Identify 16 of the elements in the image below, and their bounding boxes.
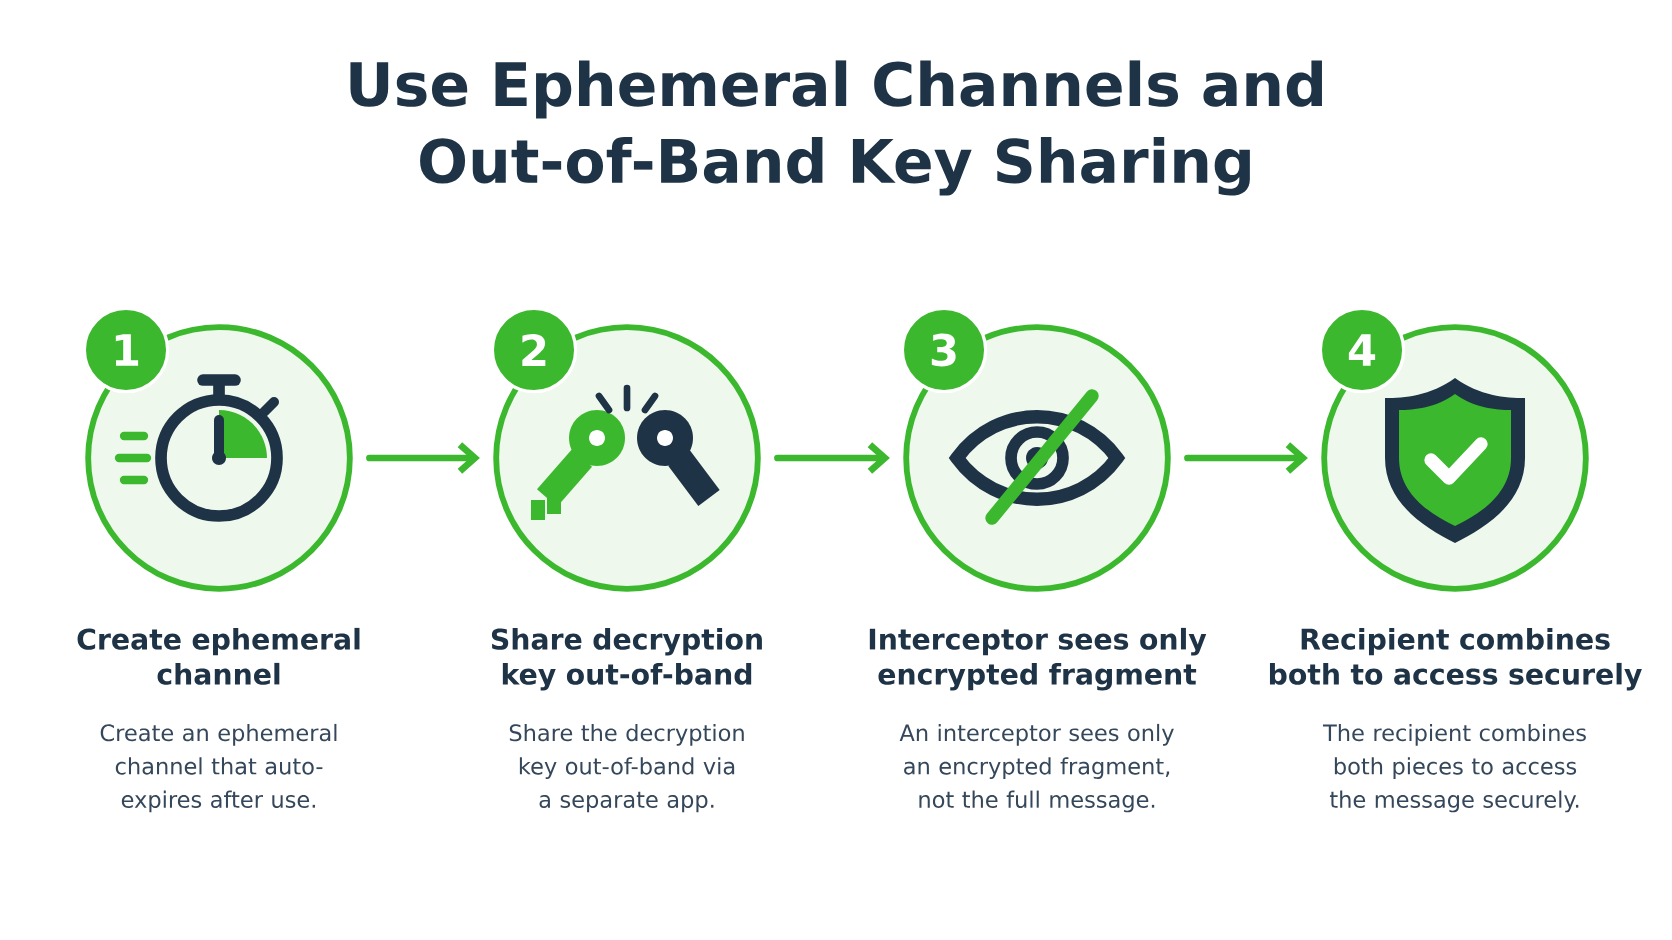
step-heading: Share decryption key out-of-band (491, 627, 762, 691)
step-heading: Create ephemeral channel (77, 627, 360, 685)
step-description: Share the decryption key out-of-band via a separate app. (509, 723, 744, 813)
arrow (366, 442, 480, 474)
title: Use Ephemeral Channels and Out-of-Band Key Sharing (350, 60, 1322, 196)
step-number-badge: 3 (900, 306, 988, 394)
step-description: The recipient combines both pieces to access the message securely. (1322, 723, 1586, 813)
step-heading: Recipient combines both to access securely (1269, 627, 1642, 691)
step-description: Create an ephemeral channel that auto-expires after use. (100, 723, 337, 813)
step-number-badge: 4 (1318, 306, 1406, 394)
step-number-badge: 2 (490, 306, 578, 394)
step-number-badge: 1 (82, 306, 170, 394)
arrow (774, 442, 890, 474)
step-heading: Interceptor sees only encrypted fragment (869, 627, 1207, 691)
step-description: An interceptor sees only an encrypted fragment, not the full message. (899, 723, 1174, 813)
arrow (1184, 442, 1308, 474)
